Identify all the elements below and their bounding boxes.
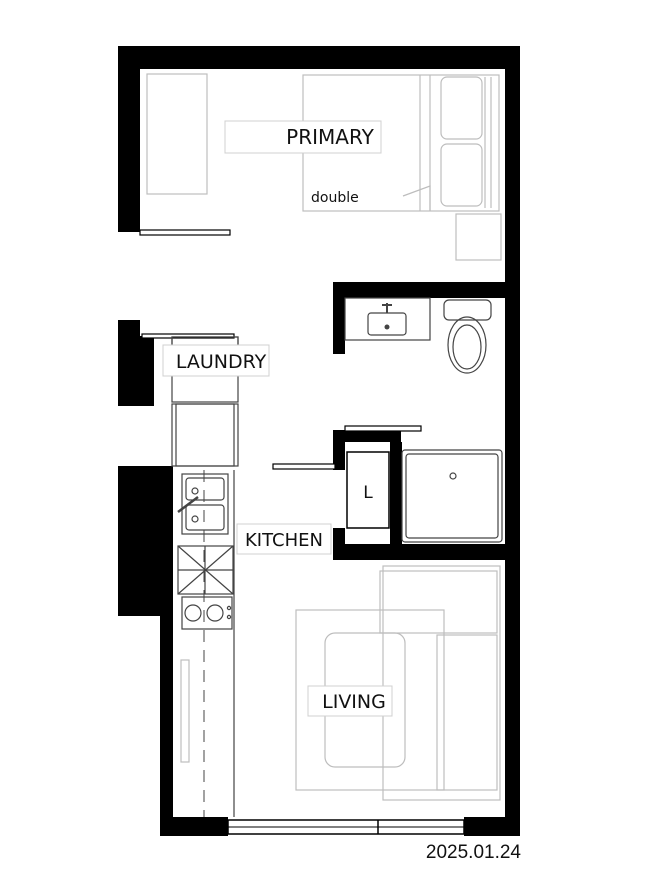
shower-tray bbox=[401, 449, 503, 543]
burner-medium-icon bbox=[206, 604, 224, 622]
sink-basin bbox=[367, 312, 407, 336]
door-leaf-closet bbox=[272, 463, 336, 470]
door-leaf-laundry bbox=[141, 333, 235, 339]
wall-bottom-left bbox=[160, 817, 228, 836]
wall-left-laundry bbox=[118, 320, 140, 406]
toilet-bowl bbox=[447, 316, 487, 374]
room-label-kitchen: KITCHEN bbox=[245, 530, 323, 551]
dresser bbox=[146, 73, 208, 195]
bed-size-label: double bbox=[311, 190, 359, 206]
openings bbox=[139, 229, 465, 835]
pillow-lower bbox=[440, 143, 483, 207]
wall-bath-top bbox=[333, 282, 505, 298]
kitchen-fixtures bbox=[177, 470, 235, 817]
pillow-upper bbox=[440, 76, 483, 140]
wall-bath-mid-left bbox=[333, 430, 345, 470]
sofa-chaise bbox=[379, 570, 498, 634]
nightstand bbox=[455, 213, 502, 261]
walls bbox=[118, 46, 520, 836]
wall-left-laundry-jamb bbox=[140, 336, 154, 406]
double-sink bbox=[181, 473, 229, 535]
bathroom-fixtures bbox=[344, 297, 503, 543]
wall-bath-bottom bbox=[333, 544, 505, 560]
room-label-living: LIVING bbox=[322, 691, 386, 713]
wall-top bbox=[118, 46, 520, 69]
closet bbox=[346, 451, 390, 529]
wall-bottom-right bbox=[464, 817, 520, 836]
sofa-frame bbox=[382, 565, 501, 801]
burner-large-icon bbox=[184, 604, 202, 622]
shower-drain-icon bbox=[449, 472, 457, 480]
wall-bath-left bbox=[333, 282, 345, 354]
door-leaf-bath bbox=[344, 425, 422, 432]
area-rug bbox=[295, 609, 445, 791]
washer bbox=[171, 403, 239, 467]
wall-left-living bbox=[160, 466, 173, 836]
cooktop bbox=[181, 596, 233, 630]
wall-left-upper bbox=[118, 46, 140, 232]
counter-stool-bar bbox=[180, 659, 190, 763]
primary-furniture bbox=[146, 73, 502, 261]
room-label-primary: PRIMARY bbox=[286, 125, 374, 149]
wall-bath-mid-h bbox=[333, 430, 401, 442]
vanity bbox=[344, 297, 431, 341]
living-furniture bbox=[295, 565, 501, 801]
room-label-laundry: LAUNDRY bbox=[176, 351, 267, 373]
sofa-seat bbox=[436, 634, 498, 791]
wall-closet-right bbox=[390, 442, 402, 547]
door-leaf-primary bbox=[139, 229, 231, 236]
room-labels: PRIMARY double LAUNDRY L KITCHEN LIVING bbox=[162, 120, 393, 717]
toilet-tank bbox=[443, 299, 492, 321]
closet-label: L bbox=[363, 483, 373, 503]
plan-date: 2025.01.24 bbox=[425, 842, 521, 863]
wall-right bbox=[505, 46, 520, 836]
